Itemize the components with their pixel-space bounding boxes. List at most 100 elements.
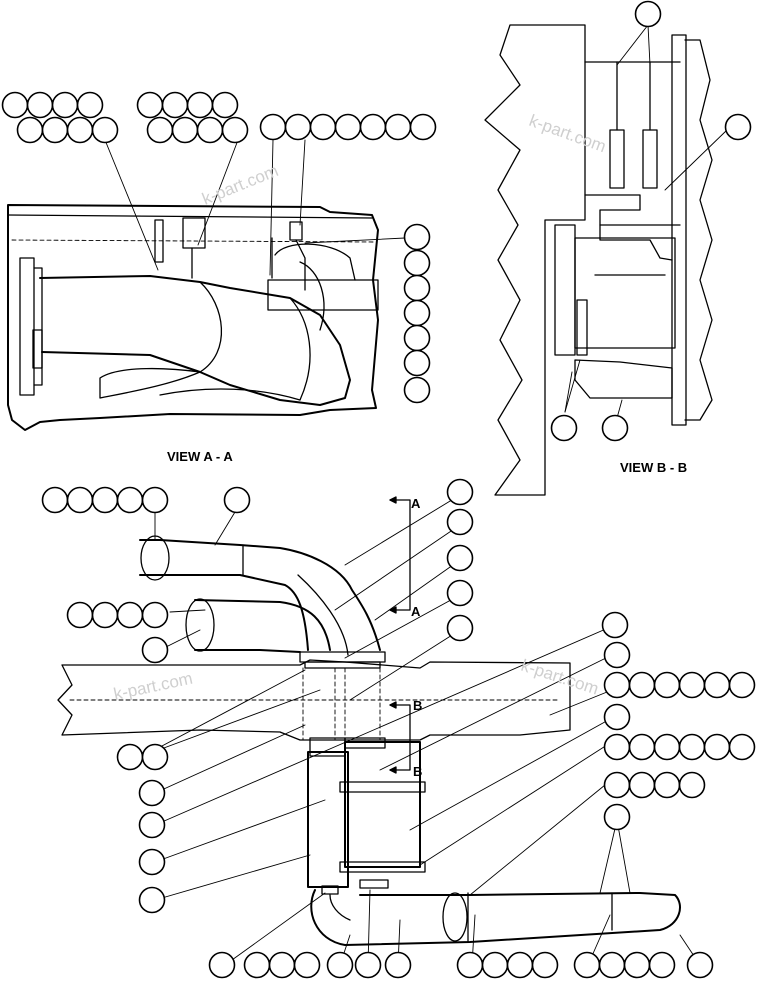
callout-circle bbox=[91, 116, 119, 144]
view-a-leader-lines bbox=[104, 139, 406, 276]
callout-circle bbox=[136, 91, 164, 119]
callout-circle bbox=[223, 486, 251, 514]
callout-circle bbox=[446, 544, 474, 572]
callout-circle bbox=[138, 779, 166, 807]
callout-circle bbox=[446, 614, 474, 642]
callout-circle bbox=[409, 113, 437, 141]
callout-circle bbox=[603, 703, 631, 731]
callout-circle bbox=[66, 601, 94, 629]
callout-circle bbox=[41, 116, 69, 144]
callout-circle bbox=[634, 0, 662, 28]
callout-circle bbox=[138, 811, 166, 839]
callout-circle bbox=[51, 91, 79, 119]
callout-circle bbox=[116, 486, 144, 514]
callout-circle bbox=[359, 113, 387, 141]
callout-circle bbox=[116, 743, 144, 771]
callout-circle bbox=[603, 671, 631, 699]
callout-circle bbox=[678, 671, 706, 699]
callout-circle bbox=[403, 299, 431, 327]
callout-circle bbox=[293, 951, 321, 979]
callout-circle bbox=[628, 771, 656, 799]
callout-circle bbox=[678, 771, 706, 799]
callout-circle bbox=[66, 486, 94, 514]
callout-circle bbox=[171, 116, 199, 144]
callout-circle bbox=[16, 116, 44, 144]
callout-circle bbox=[506, 951, 534, 979]
callout-circle bbox=[141, 636, 169, 664]
callout-circle bbox=[653, 671, 681, 699]
callout-circle bbox=[601, 611, 629, 639]
callout-circle bbox=[623, 951, 651, 979]
callout-circle bbox=[221, 116, 249, 144]
view-a-drawing bbox=[7, 204, 379, 431]
watermark-main-left: k-part.com bbox=[112, 669, 194, 704]
callout-circle bbox=[446, 579, 474, 607]
callout-circle bbox=[628, 733, 656, 761]
callout-circle bbox=[91, 601, 119, 629]
callout-circle bbox=[141, 486, 169, 514]
callout-circle bbox=[211, 91, 239, 119]
callout-circle bbox=[141, 743, 169, 771]
watermark-view-b: k-part.com bbox=[527, 111, 609, 156]
callout-circle bbox=[481, 951, 509, 979]
callout-circle bbox=[259, 113, 287, 141]
callout-circle bbox=[146, 116, 174, 144]
callout-circle bbox=[603, 803, 631, 831]
callout-circle bbox=[598, 951, 626, 979]
callout-circle bbox=[161, 91, 189, 119]
callout-circle bbox=[728, 671, 756, 699]
callout-circle bbox=[603, 641, 631, 669]
callout-circle bbox=[196, 116, 224, 144]
callout-circle bbox=[208, 951, 236, 979]
callout-circle bbox=[41, 486, 69, 514]
callout-circle bbox=[728, 733, 756, 761]
callout-circle bbox=[141, 601, 169, 629]
callout-circle bbox=[703, 733, 731, 761]
callout-circle bbox=[268, 951, 296, 979]
callout-circle bbox=[284, 113, 312, 141]
callout-circle bbox=[573, 951, 601, 979]
callout-circle bbox=[26, 91, 54, 119]
callout-circle bbox=[531, 951, 559, 979]
view-a-title: VIEW A - A bbox=[167, 449, 233, 464]
callout-circle bbox=[628, 671, 656, 699]
section-mark-b-top: B bbox=[413, 698, 422, 713]
callout-circle bbox=[138, 848, 166, 876]
main-assembly-leader-lines bbox=[144, 494, 701, 966]
callout-circle bbox=[601, 414, 629, 442]
callout-circle bbox=[456, 951, 484, 979]
watermark-main-right: k-part.com bbox=[519, 656, 601, 699]
callout-circle bbox=[703, 671, 731, 699]
callout-circle bbox=[76, 91, 104, 119]
callout-circle bbox=[446, 478, 474, 506]
callout-circle bbox=[66, 116, 94, 144]
section-mark-b-bottom: B bbox=[413, 764, 422, 779]
callout-circle bbox=[384, 113, 412, 141]
callout-circle bbox=[326, 951, 354, 979]
callout-circle bbox=[403, 376, 431, 404]
callout-circle bbox=[138, 886, 166, 914]
callout-circle bbox=[603, 733, 631, 761]
callout-circle bbox=[686, 951, 714, 979]
callout-circle bbox=[334, 113, 362, 141]
callout-circle bbox=[403, 324, 431, 352]
callout-circle bbox=[186, 91, 214, 119]
callout-circle bbox=[1, 91, 29, 119]
view-b-leader-lines bbox=[564, 24, 728, 419]
callout-circle bbox=[550, 414, 578, 442]
callout-circle bbox=[403, 223, 431, 251]
callout-circle bbox=[653, 733, 681, 761]
callout-circle bbox=[403, 249, 431, 277]
callout-circle bbox=[309, 113, 337, 141]
watermark-view-a: k-part.com bbox=[199, 161, 281, 209]
callout-circle bbox=[678, 733, 706, 761]
callout-circle bbox=[653, 771, 681, 799]
view-b-drawing bbox=[484, 24, 713, 496]
callout-circle bbox=[403, 349, 431, 377]
callout-circle bbox=[446, 508, 474, 536]
view-b-title: VIEW B - B bbox=[620, 460, 687, 475]
callout-circle bbox=[384, 951, 412, 979]
section-mark-a-bottom: A bbox=[411, 604, 421, 619]
